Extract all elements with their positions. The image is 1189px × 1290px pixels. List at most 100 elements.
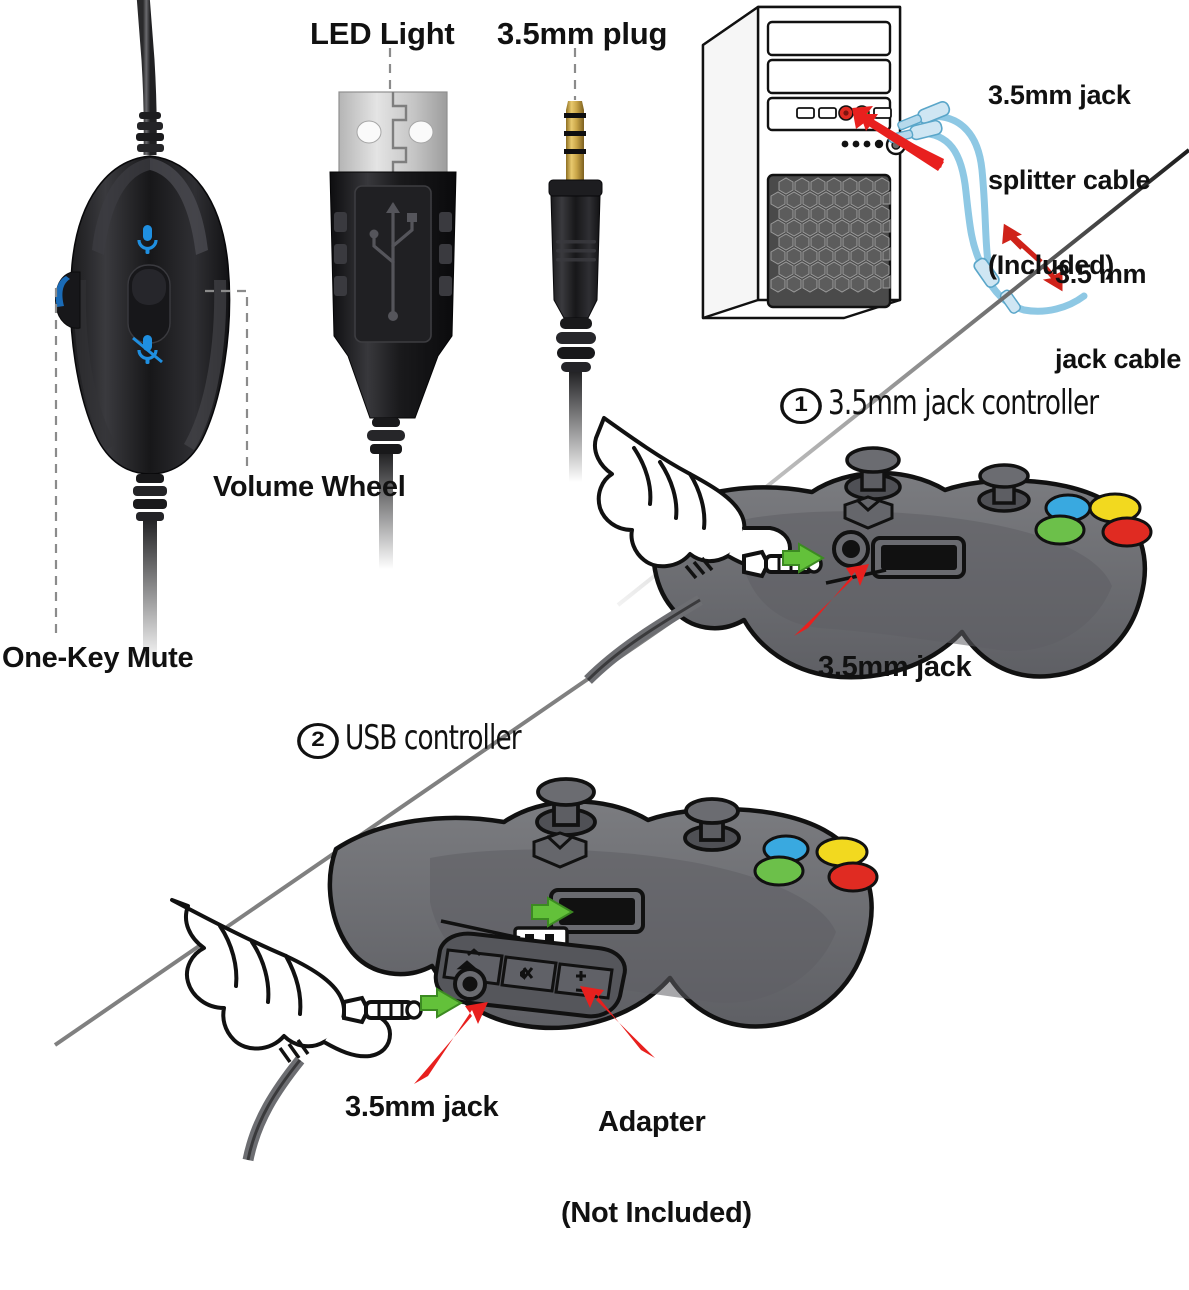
plug-strain-relief	[556, 318, 596, 372]
mute-glyph	[520, 967, 534, 980]
usb-trident-icon	[369, 202, 417, 321]
green-insert-arrow-icon-2a	[531, 896, 574, 928]
controller-seam-2	[440, 919, 521, 940]
usb-shroud-notch	[391, 92, 408, 174]
splitter-cable-line-3: (Included)	[988, 249, 1114, 280]
usb-connector-group	[329, 91, 457, 569]
inline-volume-controller-group	[55, 0, 231, 665]
diagram-canvas: LED Light 3.5mm plug Volume Wheel One-Ke…	[2, 0, 1189, 1229]
plug-ring-3	[564, 149, 586, 154]
mute-button-gloss	[132, 269, 166, 305]
plug-collar	[548, 179, 603, 197]
label-led-light: LED Light	[310, 16, 455, 51]
hand-holding-plug-1	[593, 416, 792, 571]
headset-cable-upper	[136, 0, 157, 156]
label-35mm-jack-bottom: 3.5mm jack	[345, 1091, 499, 1123]
audio-plug-group	[548, 101, 603, 482]
controller-seam-1	[825, 568, 887, 585]
dpad-2	[532, 831, 588, 869]
plug-shaft-2	[364, 1000, 414, 1020]
plug-barrel	[550, 195, 601, 319]
usb-controller-illustration	[170, 777, 879, 1162]
headset-cable-lower	[143, 520, 157, 665]
section-label-2: USB controller	[345, 718, 522, 758]
plug-barrel-ridges	[556, 240, 596, 262]
mesh-hex-pattern	[770, 177, 891, 293]
volume-up-glyph	[576, 971, 586, 981]
jack-cable-line-2: jack cable	[1055, 343, 1182, 374]
cable-strain-relief-top	[136, 112, 164, 152]
volume-wheel-blue-accent	[55, 276, 70, 307]
adapter-line-1: Adapter	[598, 1105, 706, 1138]
headset-cable-2	[242, 1056, 305, 1162]
usb-strain-relief	[367, 418, 405, 454]
jack-cable-line-1: 3.5 mm	[1055, 258, 1147, 289]
right-analog-stick-2	[683, 797, 741, 852]
label-35mm-plug: 3.5mm plug	[497, 16, 668, 51]
usb-hole-left	[356, 120, 382, 144]
pod-facet-lower-right	[184, 280, 227, 450]
cable-strain-relief-bottom	[133, 474, 167, 521]
splitter-branch-upper	[922, 112, 992, 266]
expansion-port-1	[871, 536, 966, 579]
button-y-yellow-2	[815, 836, 869, 868]
right-analog-stick-1	[977, 463, 1031, 513]
button-a-green	[1034, 514, 1086, 546]
red-pointer-arrow-icon-1	[794, 564, 869, 636]
splitter-branch-lower	[915, 129, 984, 266]
usb-port-2	[818, 107, 837, 119]
pod-facet-left	[92, 158, 150, 255]
pod-facet-lower-left	[73, 280, 116, 450]
section-number-2: 2	[297, 723, 339, 759]
usb-port-1	[796, 107, 815, 119]
face-buttons-2	[753, 834, 879, 893]
plug-ring-1	[564, 113, 586, 118]
pc-io-ports	[796, 105, 892, 121]
usb-port-3	[873, 107, 892, 119]
label-adapter: Adapter (Not Included)	[561, 1046, 752, 1290]
expansion-port-2	[549, 888, 645, 934]
hand-knuckle-lines-2	[278, 1038, 310, 1064]
headphone-jack-socket-icon-1	[832, 530, 870, 568]
label-jack-cable: 3.5 mm jack cable	[1055, 203, 1181, 430]
plug-in-hand-2	[342, 995, 423, 1025]
usb-hole-right	[408, 120, 434, 144]
splitter-trunk	[982, 272, 1088, 315]
leader-volume-wheel	[205, 289, 249, 468]
splitter-cable-line-1: 3.5mm jack	[988, 79, 1131, 110]
section-label-1: 3.5mm jack controller	[828, 383, 1099, 423]
jack-cable-arrows	[1002, 223, 1063, 292]
dpad-1	[843, 495, 894, 530]
headset-adapter	[433, 931, 627, 1019]
red-pointer-arrow-icon-2a	[414, 1002, 488, 1084]
button-b-red-2	[827, 861, 879, 893]
red-pointer-arrow-icon	[852, 106, 944, 171]
plug-cable	[569, 372, 582, 482]
hand-holding-plug-2	[170, 898, 392, 1059]
drive-bay-2	[766, 58, 892, 95]
face-buttons-1	[1034, 492, 1153, 548]
label-one-key-mute: One-Key Mute	[2, 642, 194, 674]
label-volume-wheel: Volume Wheel	[213, 471, 406, 503]
illustration-layer	[53, 0, 1189, 1162]
left-analog-stick-1	[844, 446, 902, 501]
microphone-muted-icon	[132, 335, 163, 364]
red-pointer-arrow-icon-2b	[580, 986, 655, 1058]
drive-bay-1	[766, 20, 892, 57]
usb-cable	[379, 454, 393, 569]
label-splitter-cable: 3.5mm jack splitter cable (Included)	[988, 24, 1151, 336]
usb-shell-ridges	[334, 212, 452, 296]
leader-lines-left	[54, 48, 577, 640]
plug-ring-2	[564, 131, 586, 136]
pod-facet-right	[150, 158, 208, 255]
label-35mm-jack-top: 3.5mm jack	[818, 651, 972, 683]
button-a-green-2	[753, 855, 805, 887]
hand-knuckle-lines-1	[684, 556, 714, 580]
left-analog-stick-2	[535, 777, 597, 837]
tower-left-face	[701, 5, 760, 320]
jack-controller-illustration	[584, 416, 1153, 684]
splitter-cable-line-2: splitter cable	[988, 164, 1151, 195]
headset-cable-1	[584, 595, 703, 684]
